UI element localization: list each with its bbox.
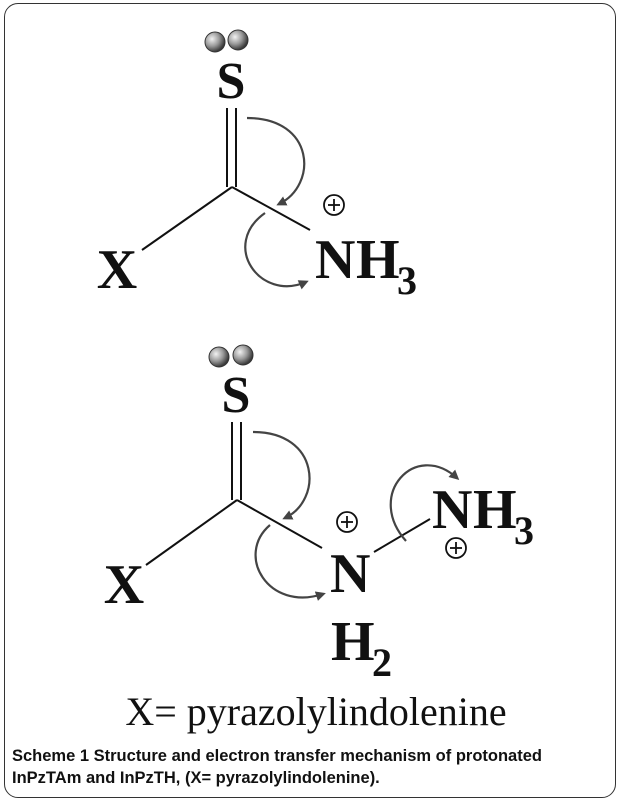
lone-pair-electron <box>232 344 254 366</box>
curved-arrow-icon <box>389 464 460 542</box>
positive-charge-icon <box>336 511 358 533</box>
x-definition-legend: X= pyrazolylindolenine <box>125 689 506 734</box>
positive-charge-icon <box>323 194 345 216</box>
h2-group: H 2 <box>331 611 392 685</box>
subscript-2: 2 <box>372 640 392 685</box>
caption-text: Structure and electron transfer mechanis… <box>12 747 542 787</box>
figure-caption: Scheme 1 Structure and electron transfer… <box>12 745 612 789</box>
molecule-2: S X N H 2 N H 3 <box>104 344 534 685</box>
nh3-group: N H 3 <box>432 479 534 553</box>
x-group-label: X <box>104 554 144 616</box>
hydrogen-label: H <box>356 229 400 291</box>
subscript-3: 3 <box>397 258 417 303</box>
bond-c-n <box>236 499 323 549</box>
curved-arrow-icon <box>246 116 306 206</box>
curved-arrow-icon <box>252 430 311 520</box>
bond-c-x <box>145 499 238 566</box>
molecule-1: S X N H 3 <box>97 29 417 303</box>
lone-pair-electron <box>208 346 230 368</box>
nitrogen-atom: N <box>432 479 472 541</box>
curved-arrow-icon <box>244 212 309 290</box>
positive-charge-icon <box>445 537 467 559</box>
hydrogen-label: H <box>331 611 375 673</box>
nh3-group: N H 3 <box>315 229 417 303</box>
nitrogen-atom: N <box>330 543 370 605</box>
bond-c-n <box>231 186 311 231</box>
figure-frame <box>4 3 616 798</box>
sulfur-atom: S <box>222 367 251 424</box>
curved-arrow-icon <box>254 524 326 601</box>
x-group-label: X <box>97 239 137 301</box>
subscript-3: 3 <box>514 508 534 553</box>
sulfur-atom: S <box>217 53 246 110</box>
hydrogen-label: H <box>473 479 517 541</box>
nitrogen-atom: N <box>315 229 355 291</box>
lone-pair-electron <box>227 29 249 51</box>
caption-label: Scheme 1 <box>12 747 90 765</box>
bond-c-x <box>141 186 233 251</box>
lone-pair-electron <box>204 31 226 53</box>
